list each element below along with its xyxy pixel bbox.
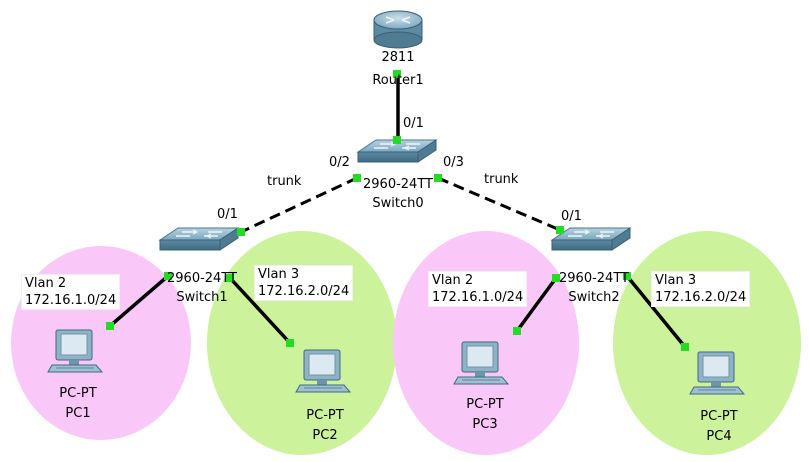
pc2-name-label: PC2 — [312, 428, 338, 443]
vlan-name: Vlan 3 — [258, 267, 300, 282]
port-label-router-switch0: 0/1 — [403, 116, 424, 131]
vlan-subnet: 172.16.1.0/24 — [25, 293, 117, 308]
pc4-type-label: PC-PT — [700, 409, 738, 424]
pc3-type-label: PC-PT — [466, 397, 504, 412]
port-label-switch0-right: 0/3 — [443, 155, 464, 170]
router-name-label: Router1 — [372, 73, 424, 88]
link-switch1-pc2[interactable] — [228, 276, 292, 345]
pc2-type-label: PC-PT — [306, 408, 344, 423]
router-model-label: 2811 — [381, 50, 415, 65]
vlan-subnet: 172.16.2.0/24 — [655, 290, 747, 305]
link-switch2-pc4[interactable] — [625, 274, 687, 349]
switch1-name-label: Switch1 — [176, 290, 228, 305]
link-switch1-pc1[interactable] — [108, 274, 170, 328]
pc3-name-label: PC3 — [472, 417, 498, 432]
switch0-name-label: Switch0 — [372, 196, 424, 211]
pc1-type-label: PC-PT — [59, 386, 97, 401]
vlan-subnet: 172.16.2.0/24 — [258, 284, 350, 299]
trunk-label-left: trunk — [267, 174, 302, 189]
switch1-icon[interactable] — [159, 227, 239, 251]
port-label-switch0-left: 0/2 — [329, 155, 350, 170]
port-leds — [106, 70, 689, 351]
link-switch2-pc3[interactable] — [515, 276, 558, 333]
switch1-model-label: 2960-24TT — [167, 271, 237, 286]
vlan-name: Vlan 2 — [432, 273, 474, 288]
pc4-name-label: PC4 — [706, 429, 732, 444]
port-label-switch1-uplink: 0/1 — [217, 207, 238, 222]
port-label-switch2-uplink: 0/1 — [561, 209, 582, 224]
vlan-box-pc4: Vlan 3 172.16.2.0/24 — [651, 271, 751, 307]
trunk-label-right: trunk — [484, 172, 519, 187]
router-icon[interactable] — [373, 10, 423, 49]
vlan-subnet: 172.16.1.0/24 — [432, 290, 524, 305]
trunk-link-switch0-switch2[interactable] — [437, 176, 561, 232]
vlan-box-pc1: Vlan 2 172.16.1.0/24 — [21, 274, 121, 310]
switch0-model-label: 2960-24TT — [363, 177, 433, 192]
vlan-box-pc2: Vlan 3 172.16.2.0/24 — [254, 265, 354, 301]
vlan-box-pc3: Vlan 2 172.16.1.0/24 — [428, 271, 528, 307]
switch2-model-label: 2960-24TT — [559, 271, 629, 286]
trunk-link-switch0-switch1[interactable] — [240, 176, 358, 234]
vlan-name: Vlan 2 — [25, 276, 67, 291]
switch2-name-label: Switch2 — [568, 290, 620, 305]
pc1-name-label: PC1 — [65, 406, 91, 421]
vlan-name: Vlan 3 — [655, 273, 697, 288]
